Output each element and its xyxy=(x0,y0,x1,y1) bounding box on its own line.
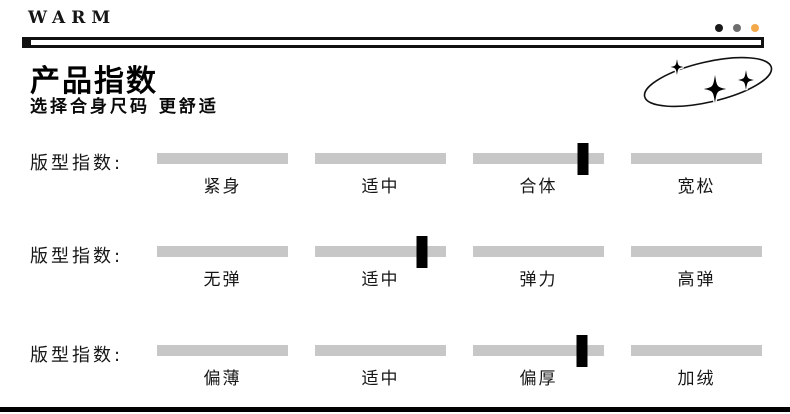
index-track: 紧身 适中 合体 宽松 xyxy=(157,143,762,197)
index-row-label: 版型指数: xyxy=(30,153,124,174)
index-segment: 适中 xyxy=(315,143,446,197)
segment-label: 高弹 xyxy=(677,270,716,290)
index-row: 版型指数: 偏薄 适中 偏厚 加绒 xyxy=(0,335,790,405)
index-row-label: 版型指数: xyxy=(30,345,124,366)
index-segment: 偏厚 xyxy=(473,335,604,389)
segment-label: 适中 xyxy=(361,369,400,389)
dot-gray-icon xyxy=(733,24,741,32)
dot-black-icon xyxy=(715,24,723,32)
index-track: 偏薄 适中 偏厚 加绒 xyxy=(157,335,762,389)
index-row: 版型指数: 无弹 适中 弹力 高弹 xyxy=(0,236,790,306)
sparkle-stars-icon xyxy=(670,58,755,104)
index-marker xyxy=(577,143,589,175)
orbit-ellipse xyxy=(643,56,773,108)
segment-bar xyxy=(631,153,762,164)
index-row: 版型指数: 紧身 适中 合体 宽松 xyxy=(0,143,790,213)
header-divider-bar xyxy=(22,37,764,48)
segment-label: 偏薄 xyxy=(203,369,242,389)
header-dots xyxy=(715,24,759,32)
index-marker xyxy=(576,335,588,367)
segment-bar xyxy=(473,143,604,175)
segment-bar xyxy=(631,345,762,356)
page-title: 产品指数 xyxy=(30,64,158,99)
segment-bar xyxy=(315,236,446,268)
segment-bar xyxy=(315,153,446,164)
segment-label: 宽松 xyxy=(677,177,716,197)
segment-bar xyxy=(157,345,288,356)
dot-orange-icon xyxy=(751,24,759,32)
segment-bar xyxy=(473,335,604,367)
segment-bar xyxy=(631,246,762,257)
segment-bar xyxy=(473,246,604,257)
index-segment: 无弹 xyxy=(157,236,288,290)
segment-label: 弹力 xyxy=(519,270,558,290)
segment-label: 紧身 xyxy=(203,177,242,197)
index-segment: 偏薄 xyxy=(157,335,288,389)
index-segment: 合体 xyxy=(473,143,604,197)
index-row-label: 版型指数: xyxy=(30,246,124,267)
segment-bar xyxy=(157,153,288,164)
segment-label: 无弹 xyxy=(203,270,242,290)
segment-label: 偏厚 xyxy=(519,369,558,389)
index-track: 无弹 适中 弹力 高弹 xyxy=(157,236,762,290)
index-segment: 宽松 xyxy=(631,143,762,197)
index-segment: 紧身 xyxy=(157,143,288,197)
page-subtitle: 选择合身尺码 更舒适 xyxy=(30,97,219,117)
segment-label: 适中 xyxy=(361,177,400,197)
four-point-star-icon xyxy=(737,69,755,91)
four-point-star-icon xyxy=(703,74,727,104)
segment-label: 合体 xyxy=(519,177,558,197)
segment-label: 适中 xyxy=(361,270,400,290)
segment-bar xyxy=(315,345,446,356)
index-segment: 适中 xyxy=(315,236,446,290)
index-segment: 适中 xyxy=(315,335,446,389)
brand-logo: WARM xyxy=(28,8,117,28)
sparkle-ellipse-decoration xyxy=(643,56,773,108)
index-segment: 加绒 xyxy=(631,335,762,389)
segment-label: 加绒 xyxy=(677,369,716,389)
index-segment: 弹力 xyxy=(473,236,604,290)
bottom-divider xyxy=(0,407,790,412)
four-point-star-icon xyxy=(670,58,684,76)
segment-bar xyxy=(157,246,288,257)
index-segment: 高弹 xyxy=(631,236,762,290)
index-marker xyxy=(416,236,428,268)
